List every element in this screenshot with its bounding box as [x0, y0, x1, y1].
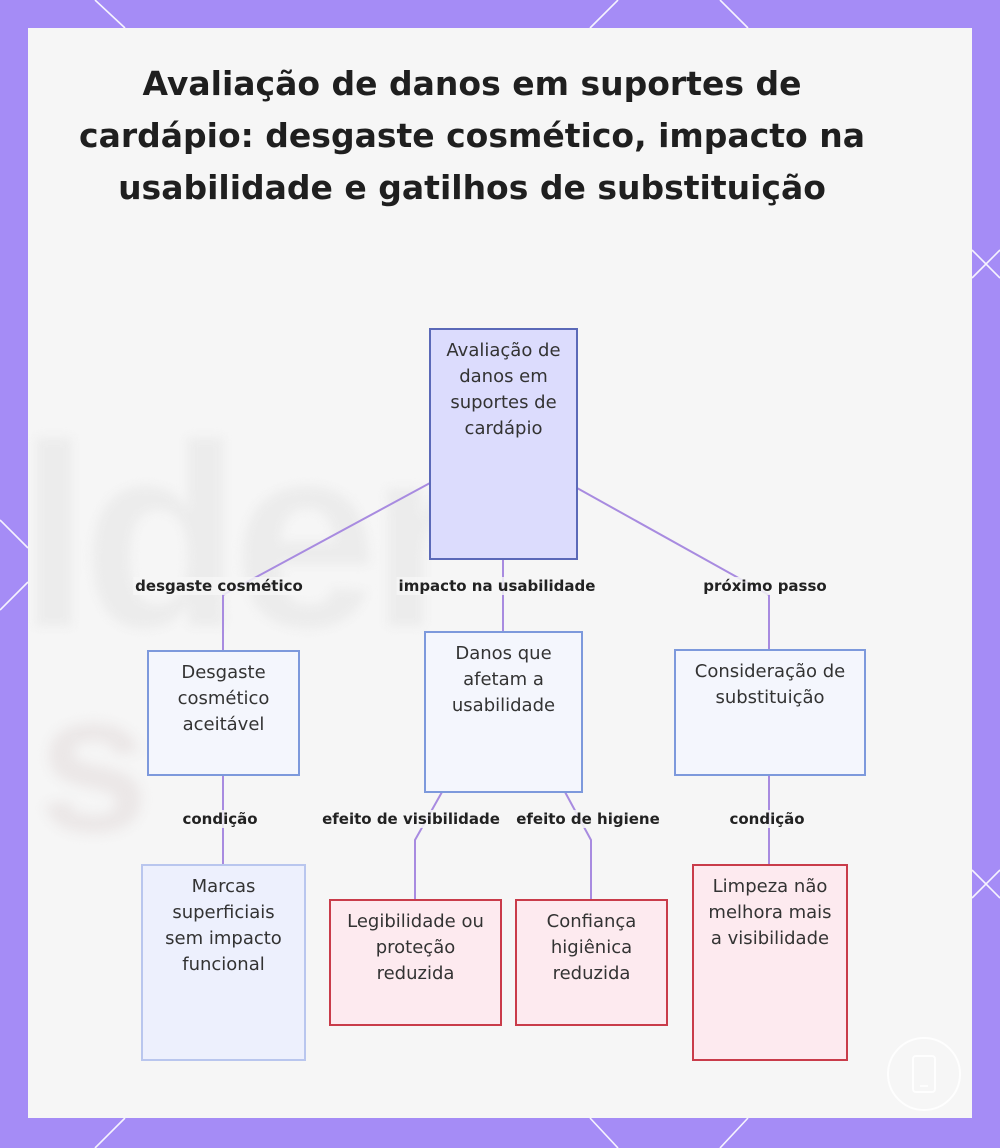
edge-label-visibility: efeito de visibilidade: [320, 810, 502, 828]
node-reduced-legibility: Legibilidade ou proteção reduzida: [329, 899, 502, 1026]
edge-label-condition-1: condição: [180, 810, 260, 828]
edge-usability-hygiene: [564, 791, 592, 900]
node-cosmetic-wear: Desgaste cosmético aceitável: [147, 650, 300, 776]
edge-label-hygiene: efeito de higiene: [514, 810, 662, 828]
edge-label-usability: impacto na usabilidade: [396, 577, 598, 595]
blurred-background-art-2: s: [38, 651, 150, 874]
node-replacement-consideration: Consideração de substituição: [674, 649, 866, 776]
edge-usability-legibility: [414, 791, 443, 900]
phone-icon: [887, 1037, 961, 1111]
edge-label-next-step: próximo passo: [701, 577, 829, 595]
edge-label-condition-2: condição: [727, 810, 807, 828]
node-cleaning-fails: Limpeza não melhora mais a visibilidade: [692, 864, 848, 1061]
blurred-background-art: lder: [28, 392, 471, 682]
edge-label-cosmetic: desgaste cosmético: [133, 577, 305, 595]
node-root: Avaliação de danos em suportes de cardáp…: [429, 328, 578, 560]
page-title: Avaliação de danos em suportes de cardáp…: [79, 64, 865, 207]
node-usability-damage: Danos que afetam a usabilidade: [424, 631, 583, 793]
edge-root-replace: [576, 487, 770, 650]
node-surface-marks: Marcas superficiais sem impacto funciona…: [141, 864, 306, 1061]
edge-root-cosmetic: [222, 482, 431, 650]
node-reduced-hygiene: Confiança higiênica reduzida: [515, 899, 668, 1026]
